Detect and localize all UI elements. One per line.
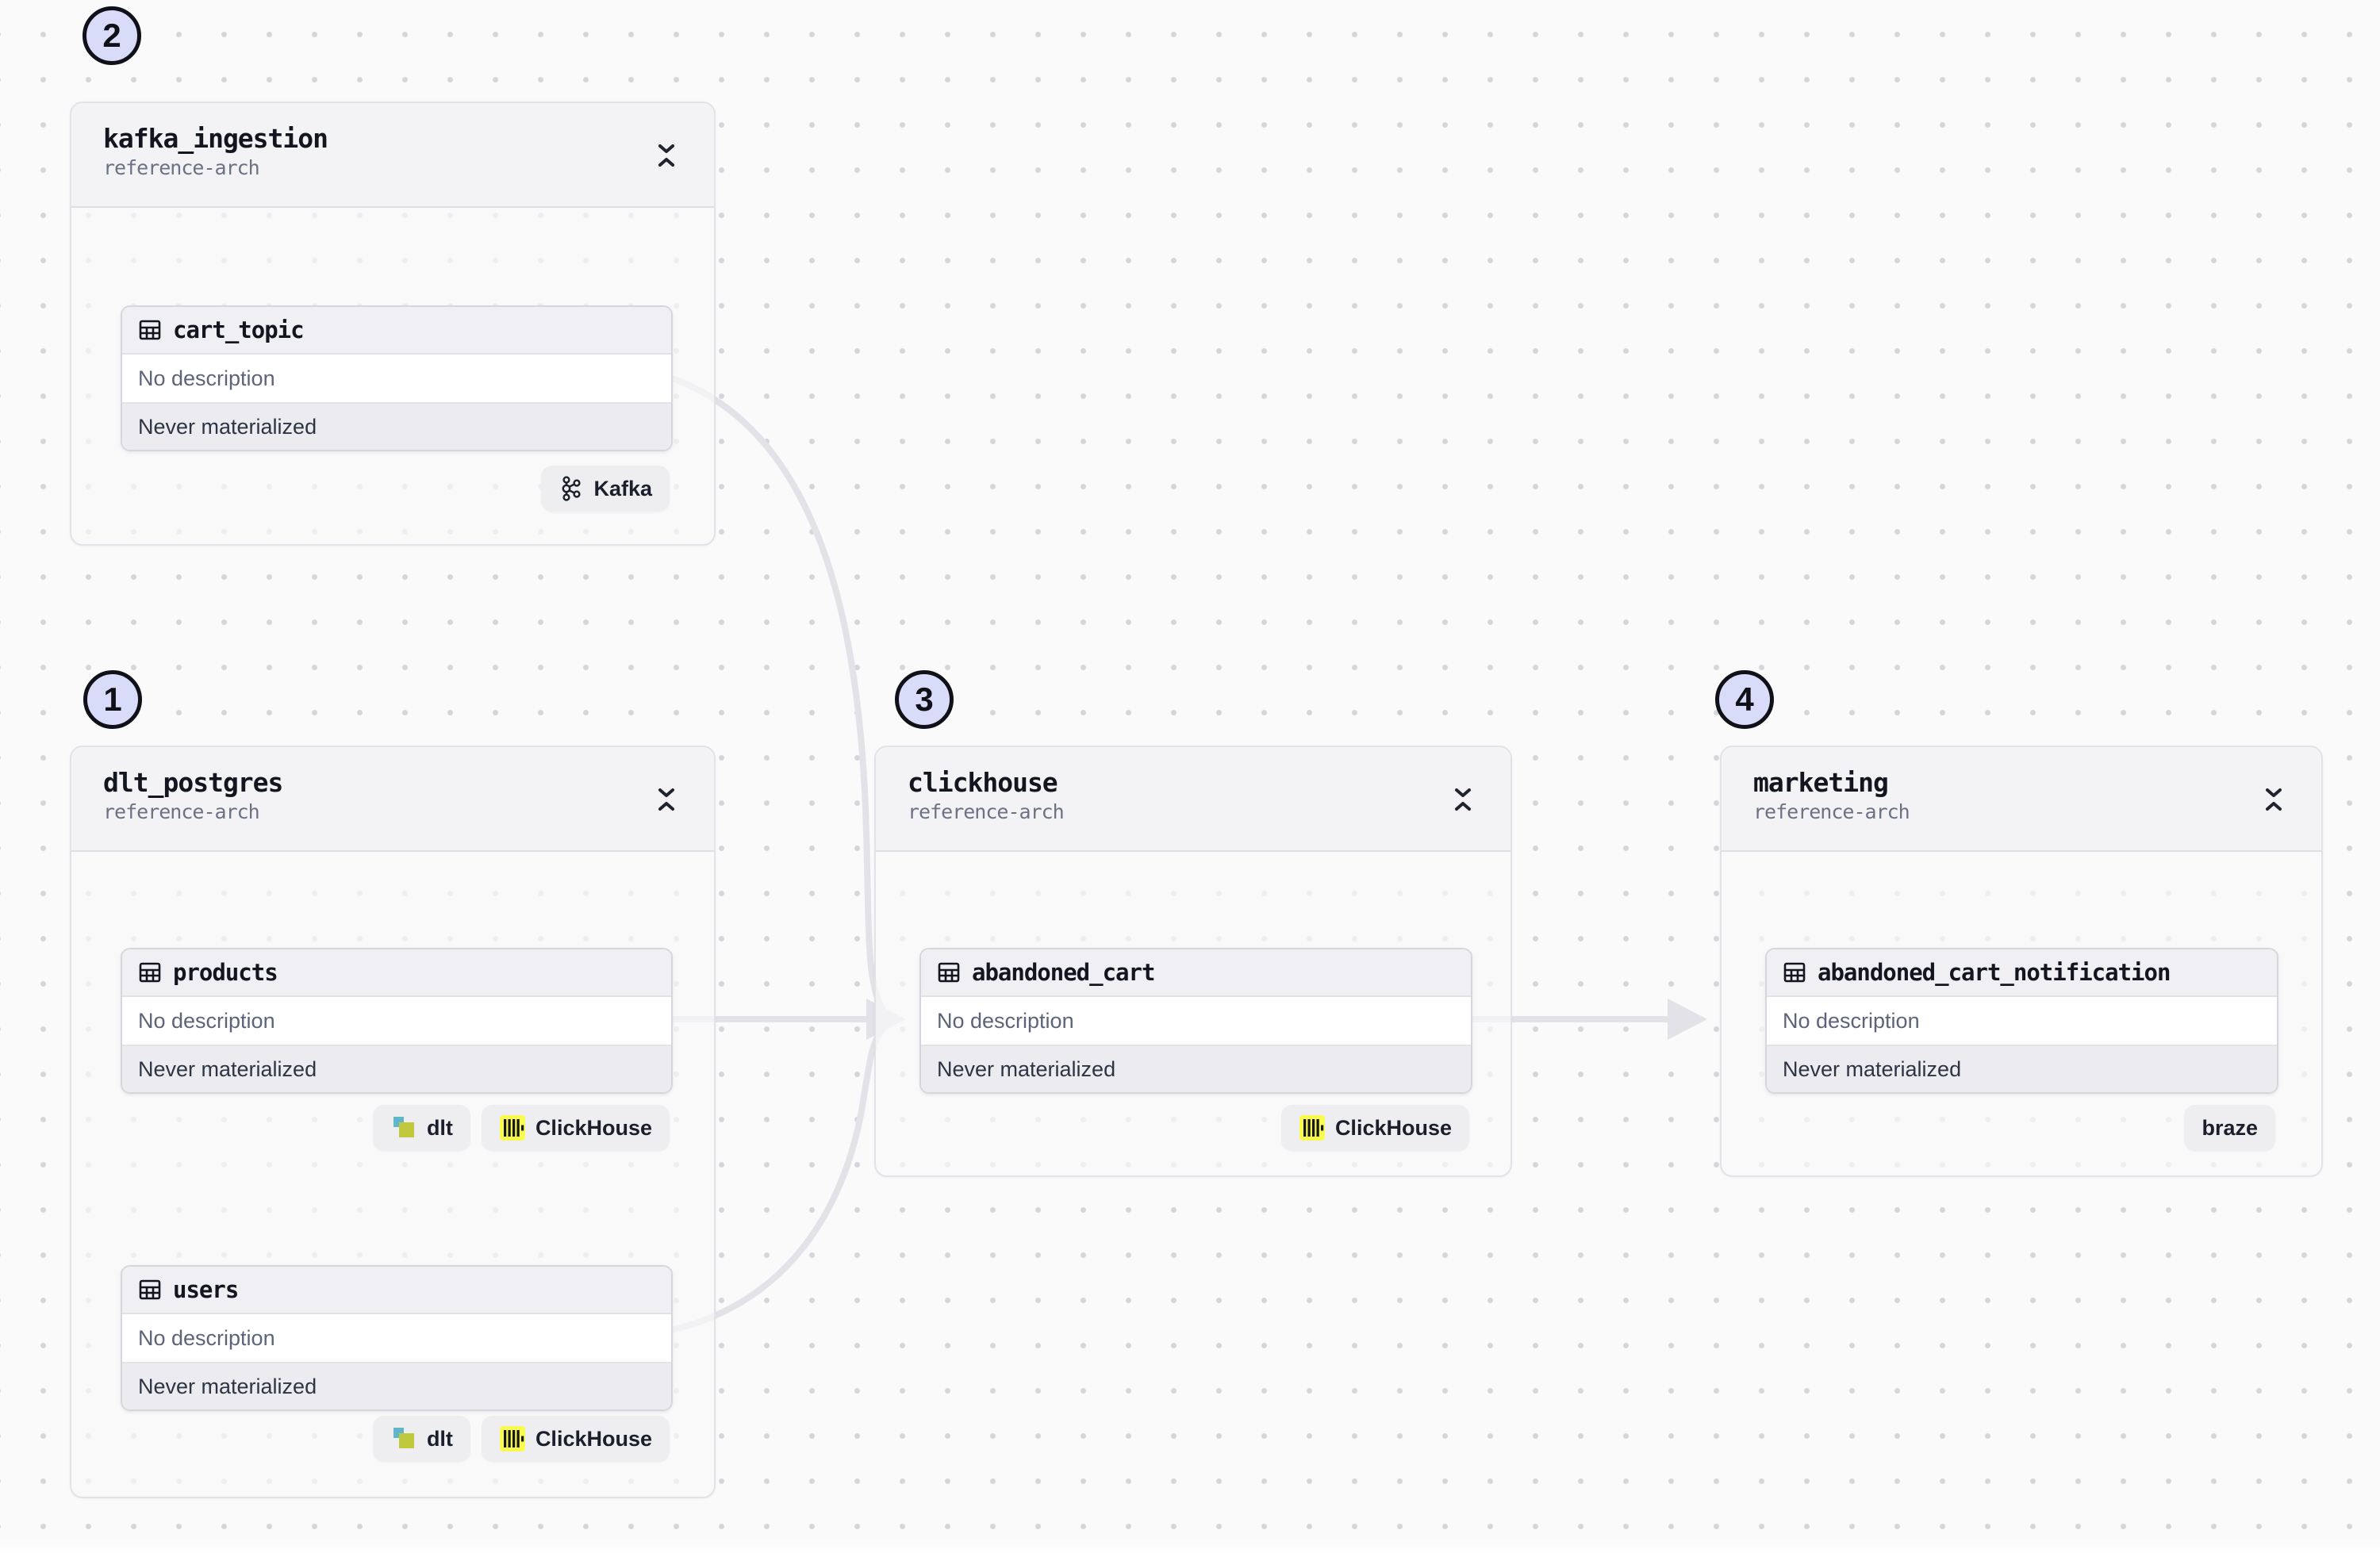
- tag-dlt[interactable]: dlt: [372, 1416, 470, 1462]
- table-icon: [139, 962, 161, 983]
- canvas-bottom-fade: [0, 1536, 2380, 1553]
- asset-header: products: [122, 949, 671, 997]
- collapse-button[interactable]: [2261, 782, 2293, 817]
- tag-label: dlt: [426, 1426, 453, 1451]
- tag-row: dlt ClickHouse: [372, 1416, 670, 1462]
- group-subtitle: reference-arch: [908, 800, 1065, 823]
- group-title: clickhouse: [908, 767, 1058, 798]
- asset-name: products: [173, 959, 278, 986]
- asset-header: users: [122, 1267, 671, 1314]
- asset-status: Never materialized: [1767, 1045, 2277, 1092]
- group-subtitle: reference-arch: [1753, 800, 1910, 823]
- asset-name: abandoned_cart: [972, 959, 1155, 986]
- group-header[interactable]: dlt_postgres reference-arch: [71, 747, 714, 852]
- collapse-chevrons-icon: [658, 788, 674, 811]
- asset-description: No description: [921, 997, 1471, 1045]
- kafka-icon: [562, 476, 582, 501]
- tag-label: ClickHouse: [535, 1115, 652, 1140]
- group-title: marketing: [1753, 767, 1889, 798]
- asset-status: Never materialized: [921, 1045, 1471, 1092]
- group-kafka-ingestion: kafka_ingestion reference-arch cart_topi…: [70, 102, 716, 546]
- dlt-icon: [393, 1428, 414, 1448]
- table-icon: [139, 320, 161, 340]
- group-header[interactable]: kafka_ingestion reference-arch: [71, 103, 714, 208]
- group-title: kafka_ingestion: [103, 123, 328, 154]
- group-dlt-postgres: dlt_postgres reference-arch products: [70, 746, 716, 1498]
- asset-name: abandoned_cart_notification: [1818, 959, 2171, 986]
- collapse-chevrons-icon: [1455, 788, 1471, 811]
- asset-description: No description: [122, 997, 671, 1045]
- asset-status: Never materialized: [122, 402, 671, 450]
- dlt-icon: [393, 1117, 414, 1137]
- asset-node-cart-topic[interactable]: cart_topic No description Never material…: [121, 305, 673, 451]
- table-icon: [139, 1279, 161, 1300]
- tag-kafka[interactable]: Kafka: [541, 466, 670, 512]
- asset-header: cart_topic: [122, 307, 671, 355]
- asset-name: cart_topic: [173, 316, 305, 343]
- asset-description: No description: [1767, 997, 2277, 1045]
- table-icon: [1783, 962, 1806, 983]
- collapse-chevrons-icon: [2266, 788, 2282, 811]
- tag-label: ClickHouse: [535, 1426, 652, 1451]
- annotation-badge-2: 2: [83, 6, 141, 65]
- group-title: dlt_postgres: [103, 767, 283, 798]
- arrowhead-into-notification: [1668, 999, 1707, 1040]
- tag-braze[interactable]: braze: [2184, 1105, 2275, 1151]
- tag-clickhouse[interactable]: ClickHouse: [481, 1105, 670, 1151]
- asset-name: users: [173, 1276, 239, 1303]
- annotation-badge-4: 4: [1715, 670, 1774, 729]
- group-subtitle: reference-arch: [103, 800, 260, 823]
- asset-status: Never materialized: [122, 1045, 671, 1092]
- asset-header: abandoned_cart_notification: [1767, 949, 2277, 997]
- tag-label: ClickHouse: [1334, 1115, 1452, 1140]
- tag-dlt[interactable]: dlt: [372, 1105, 470, 1151]
- tag-clickhouse[interactable]: ClickHouse: [481, 1416, 670, 1462]
- collapse-chevrons-icon: [658, 144, 674, 167]
- asset-status: Never materialized: [122, 1362, 671, 1409]
- collapse-button[interactable]: [654, 782, 685, 817]
- tag-clickhouse[interactable]: ClickHouse: [1280, 1105, 1469, 1151]
- group-header[interactable]: clickhouse reference-arch: [876, 747, 1511, 852]
- tag-row: dlt ClickHouse: [372, 1105, 670, 1151]
- group-subtitle: reference-arch: [103, 156, 260, 179]
- table-icon: [938, 962, 960, 983]
- annotation-badge-3: 3: [895, 670, 954, 729]
- clickhouse-icon: [499, 1115, 525, 1141]
- clickhouse-icon: [1299, 1115, 1325, 1141]
- tag-row: ClickHouse: [1280, 1105, 1469, 1151]
- group-clickhouse: clickhouse reference-arch abandoned_cart: [874, 746, 1512, 1177]
- asset-header: abandoned_cart: [921, 949, 1471, 997]
- annotation-badge-1: 1: [83, 670, 142, 729]
- tag-row: braze: [2184, 1105, 2275, 1151]
- group-header[interactable]: marketing reference-arch: [1722, 747, 2321, 852]
- asset-node-products[interactable]: products No description Never materializ…: [121, 948, 673, 1094]
- tag-label: dlt: [426, 1115, 453, 1140]
- collapse-button[interactable]: [654, 138, 685, 173]
- tag-row: Kafka: [541, 466, 670, 512]
- asset-node-abandoned-cart-notification[interactable]: abandoned_cart_notification No descripti…: [1765, 948, 2278, 1094]
- tag-label: braze: [2202, 1115, 2258, 1140]
- asset-description: No description: [122, 355, 671, 402]
- tag-label: Kafka: [593, 476, 652, 500]
- clickhouse-icon: [499, 1426, 525, 1451]
- asset-node-users[interactable]: users No description Never materialized: [121, 1265, 673, 1411]
- collapse-button[interactable]: [1450, 782, 1482, 817]
- asset-description: No description: [122, 1314, 671, 1362]
- asset-node-abandoned-cart[interactable]: abandoned_cart No description Never mate…: [919, 948, 1472, 1094]
- group-marketing: marketing reference-arch abandoned_cart_…: [1720, 746, 2323, 1177]
